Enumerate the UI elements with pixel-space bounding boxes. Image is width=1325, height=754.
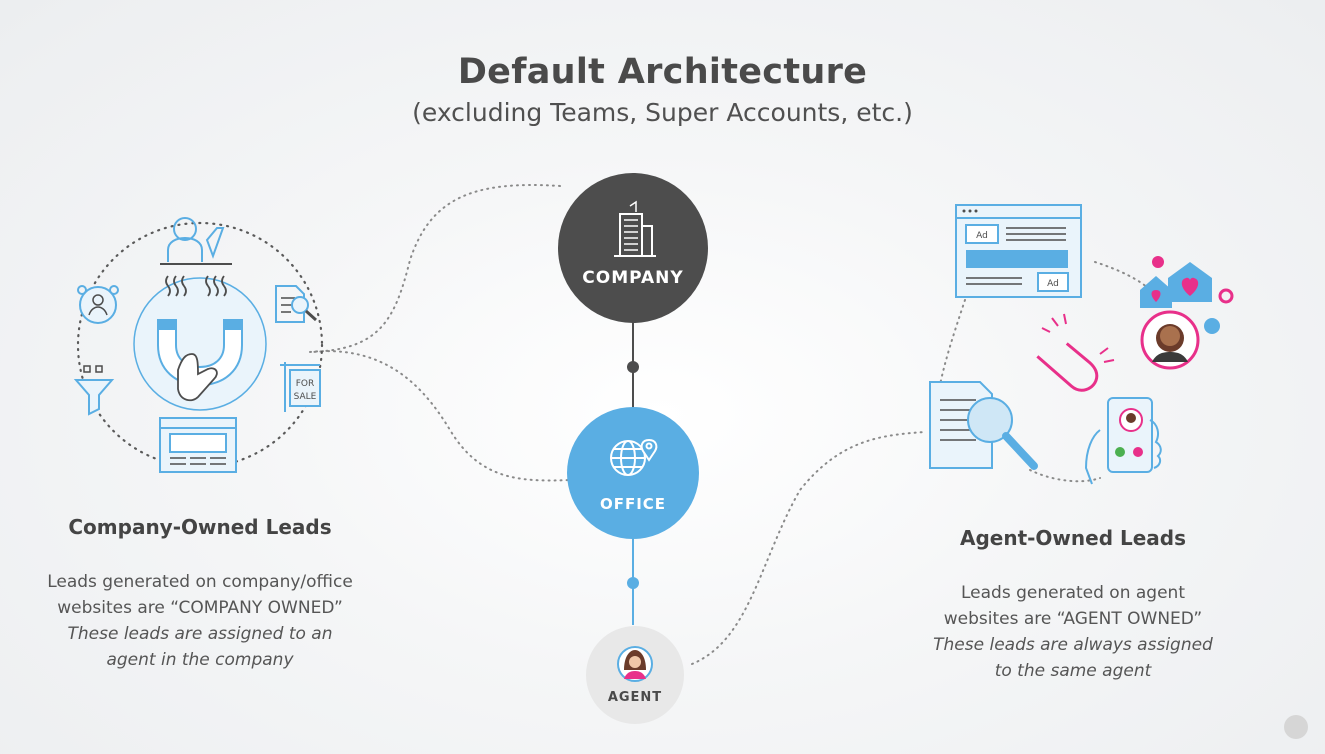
sign-text-for: FOR: [296, 379, 315, 389]
company-owned-line-1: Leads generated on company/office: [47, 572, 353, 592]
connector-agent-right: [691, 431, 926, 665]
magnet-hands-icon: [133, 275, 267, 411]
document-search-icon: [275, 285, 318, 323]
ad-label-2: Ad: [1047, 279, 1059, 289]
connector-right-2: [1094, 261, 1151, 291]
connector-right-1: [939, 299, 966, 386]
company-node: [558, 173, 708, 323]
agent-owned-line-1: Leads generated on agent: [961, 583, 1185, 603]
agent-owned-description: Leads generated on agent websites are “A…: [883, 580, 1263, 684]
logo-icon: [1284, 715, 1308, 739]
sign-text-sale: SALE: [294, 392, 317, 402]
agent-owned-line-2: websites are “AGENT OWNED”: [943, 609, 1203, 629]
company-owned-line-4: agent in the company: [106, 650, 294, 670]
company-label: COMPANY: [582, 268, 684, 288]
office-node: [567, 407, 699, 539]
left-dotted-ring: [76, 221, 324, 469]
connector-right-3: [1029, 469, 1101, 483]
company-owned-line-2: websites are “COMPANY OWNED”: [57, 598, 343, 618]
browser-window-icon: [159, 417, 237, 473]
agent-owned-heading: Agent-Owned Leads: [959, 526, 1187, 550]
phone-icon: [1084, 397, 1162, 485]
for-sale-sign-icon: [280, 362, 321, 412]
hearts-houses-icon: [1140, 256, 1234, 370]
page-subtitle: (excluding Teams, Super Accounts, etc.): [412, 98, 913, 127]
laptop-user-icon: [160, 217, 232, 265]
agent-avatar-icon: [617, 646, 653, 682]
building-icon: [614, 200, 656, 257]
company-owned-description: Leads generated on company/office websit…: [10, 569, 390, 673]
document-search-icon-right: [929, 381, 1038, 470]
ad-browser-icon: [955, 204, 1082, 298]
office-label: OFFICE: [599, 495, 667, 513]
office-agent-dot: [627, 577, 639, 589]
globe-pin-icon: [610, 438, 658, 476]
company-office-dot: [627, 361, 639, 373]
page-title: Default Architecture: [457, 52, 868, 92]
connector-company-left: [309, 184, 561, 353]
connector-office-left: [309, 350, 571, 482]
agent-label: AGENT: [607, 690, 663, 705]
magnet-icon: [1036, 313, 1115, 392]
company-owned-line-3: These leads are assigned to an: [67, 624, 333, 644]
company-owned-heading: Company-Owned Leads: [68, 515, 332, 539]
agent-owned-line-4: to the same agent: [994, 661, 1152, 681]
ad-label-1: Ad: [976, 231, 988, 241]
agent-owned-line-3: These leads are always assigned: [933, 635, 1213, 655]
funnel-icon: [73, 365, 115, 416]
dotted-connectors: [309, 184, 1151, 665]
people-network-icon: [77, 285, 119, 324]
